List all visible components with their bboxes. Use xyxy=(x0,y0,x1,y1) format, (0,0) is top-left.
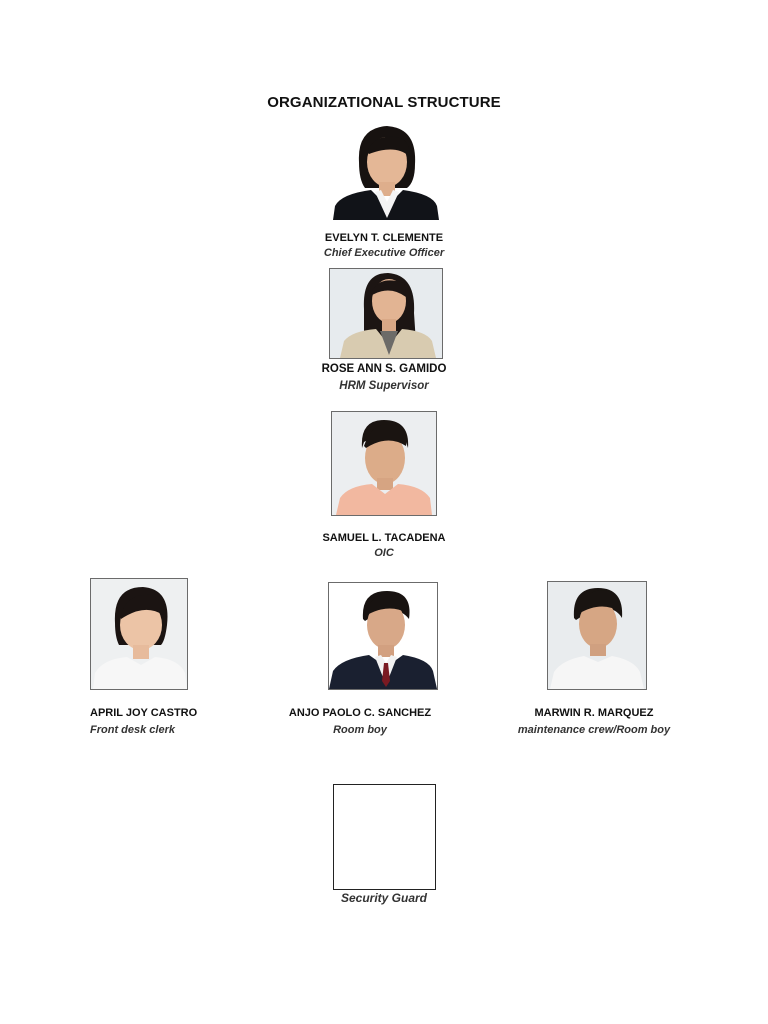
hrm-name: ROSE ANN S. GAMIDO xyxy=(321,363,447,375)
ceo-name: EVELYN T. CLEMENTE xyxy=(324,232,444,244)
hrm-role: HRM Supervisor xyxy=(339,380,429,392)
staff-photo-april xyxy=(90,578,188,690)
staff-photo-marwin xyxy=(547,581,647,690)
oic-role: OIC xyxy=(374,547,394,559)
staff-name-april: APRIL JOY CASTRO xyxy=(90,707,198,719)
hrm-photo xyxy=(329,268,443,359)
guard-role: Security Guard xyxy=(340,891,428,905)
ceo-role: Chief Executive Officer xyxy=(323,247,445,259)
staff-role-anjo: Room boy xyxy=(333,724,387,736)
page-title: ORGANIZATIONAL STRUCTURE xyxy=(267,94,501,111)
oic-name: SAMUEL L. TACADENA xyxy=(322,532,446,544)
oic-photo xyxy=(331,411,437,516)
staff-role-april: Front desk clerk xyxy=(90,724,175,736)
staff-photo-anjo xyxy=(328,582,438,690)
security-guard-photo-placeholder xyxy=(333,784,436,890)
staff-role-marwin: maintenance crew/Room boy xyxy=(517,724,671,736)
staff-name-marwin: MARWIN R. MARQUEZ xyxy=(534,707,654,719)
ceo-photo xyxy=(331,122,439,220)
staff-name-anjo: ANJO PAOLO C. SANCHEZ xyxy=(288,707,432,719)
